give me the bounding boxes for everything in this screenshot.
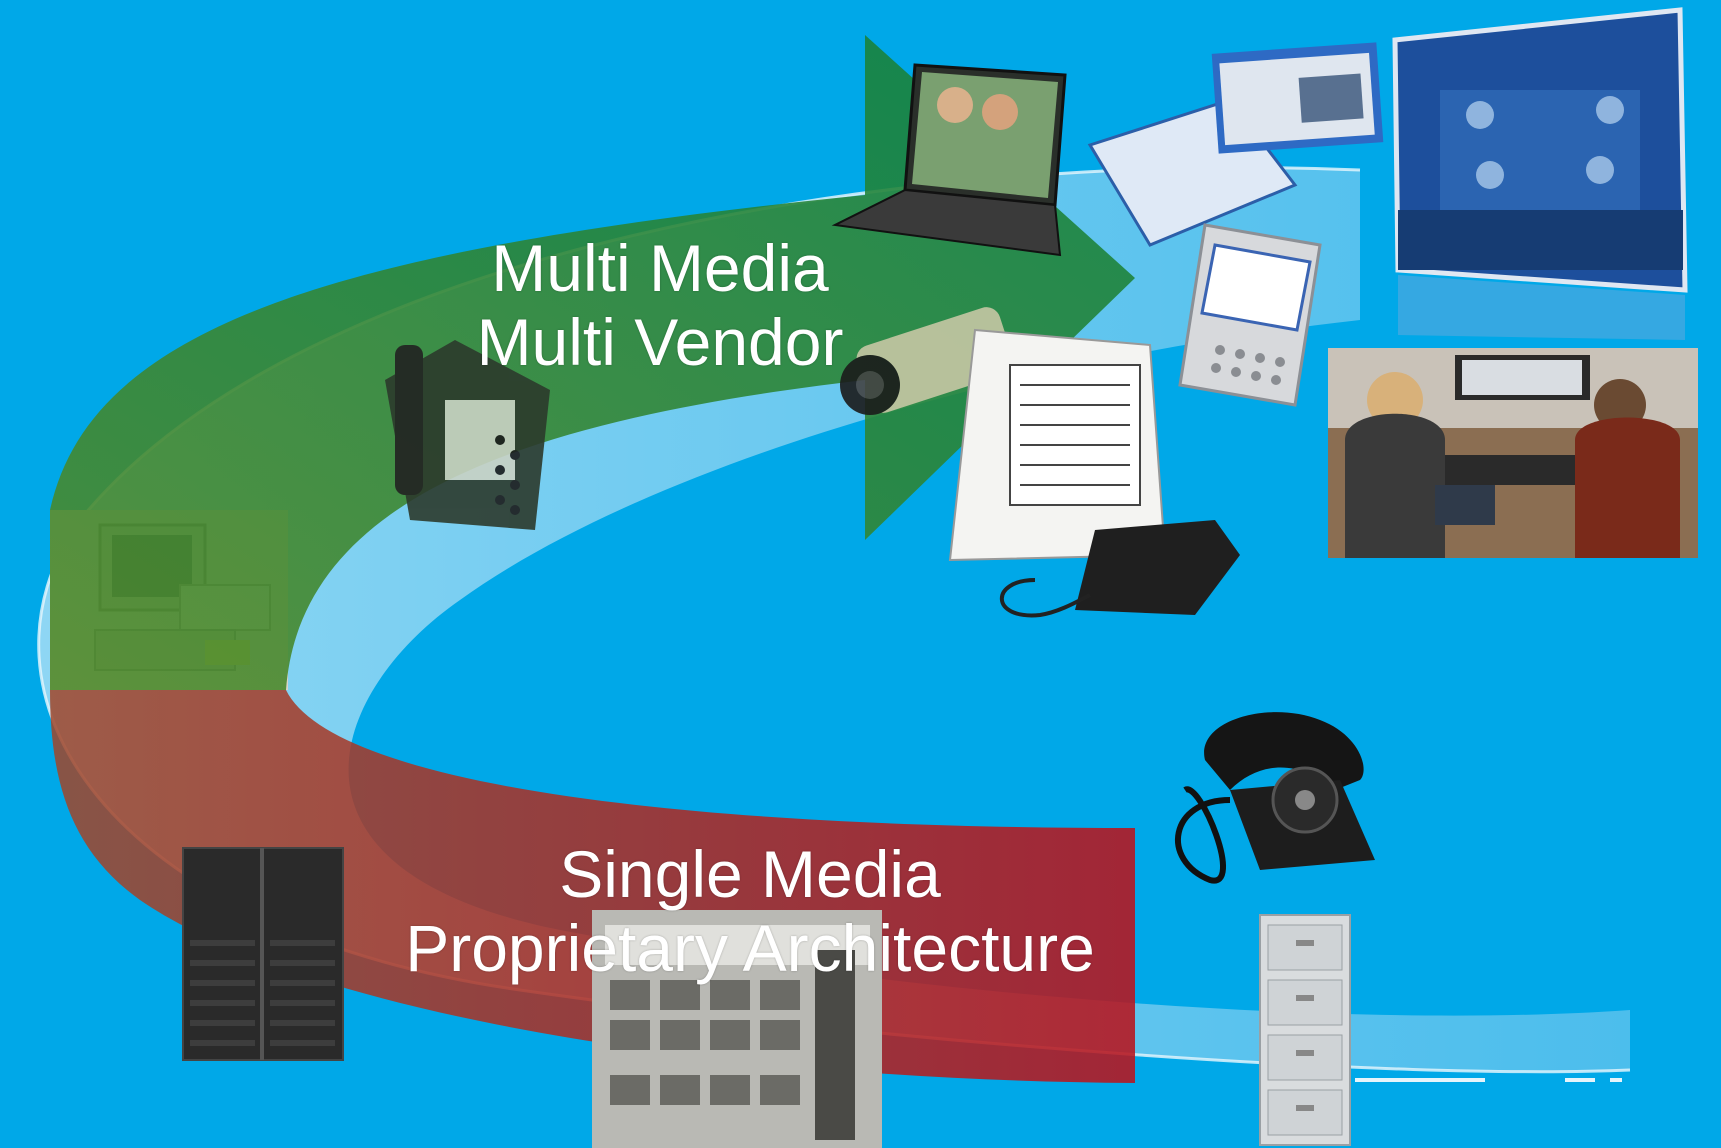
vintage-switchboard-image xyxy=(592,910,882,1148)
pc-software-windows-image xyxy=(1087,42,1384,247)
lower-arrow-label: Single Media Proprietary Architecture xyxy=(370,837,1130,986)
filing-cabinet-image xyxy=(1259,914,1351,1146)
video-conference-room-image xyxy=(1328,348,1698,558)
upper-label-line-2: Multi Vendor xyxy=(476,304,844,379)
lower-label-line-2: Proprietary Architecture xyxy=(405,910,1095,985)
upper-label-line-1: Multi Media xyxy=(491,231,829,305)
unified-communications-screen-image xyxy=(1392,7,1688,340)
ip-phone-with-display-image xyxy=(948,328,1240,618)
mainframe-server-image xyxy=(182,847,344,1061)
rotary-telephone-image xyxy=(1175,712,1375,884)
decorative-dashes xyxy=(1355,1078,1622,1082)
desk-ip-phone-image xyxy=(385,340,550,530)
lower-label-line-1: Single Media xyxy=(559,837,941,911)
pda-smartphone-image xyxy=(1178,223,1322,407)
laptop-video-call-image xyxy=(831,63,1067,257)
upper-arrow xyxy=(50,35,1135,690)
upper-arrow-label: Multi Media Multi Vendor xyxy=(440,231,880,380)
